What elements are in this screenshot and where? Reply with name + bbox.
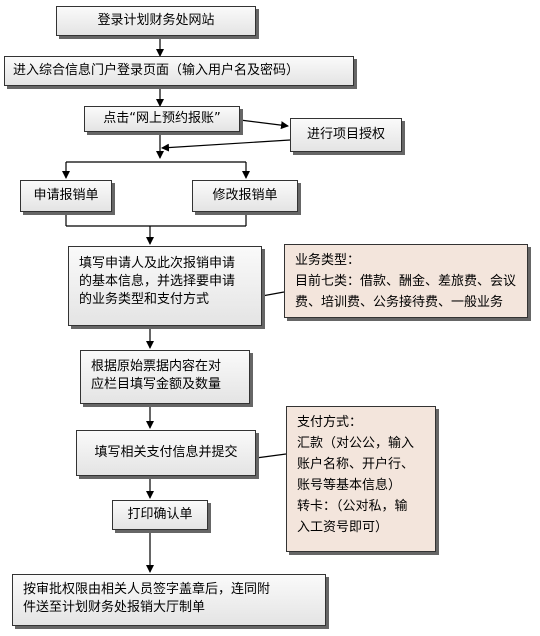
step-line: 的业务类型和支付方式: [79, 292, 210, 307]
step-login-site: 登录计划财务处网站: [56, 6, 256, 36]
note-line: 目前七类：借款、酬金、差旅费、会议: [295, 274, 517, 289]
note-line: 汇款（对公公，输入: [297, 436, 415, 451]
step-line: 填写申请人及此次报销申请: [79, 256, 236, 271]
step-label: 登录计划财务处网站: [97, 13, 215, 28]
step-enter-portal: 进入综合信息门户登录页面（输入用户名及密码）: [4, 56, 354, 86]
note-line: 转卡：（公对私，输: [297, 499, 408, 514]
note-line: 账户名称、开户行、: [297, 457, 415, 472]
step-label: 点击“网上预约报账”: [103, 111, 221, 126]
note-line: 业务类型：: [295, 253, 361, 268]
note-business-types: 业务类型： 目前七类：借款、酬金、差旅费、会议 费、培训费、公务接待费、一般业务: [284, 244, 528, 318]
step-line: 应栏目填写金额及数量: [91, 377, 222, 392]
note-line: 支付方式：: [297, 415, 363, 430]
step-fill-basic: 填写申请人及此次报销申请 的基本信息，并选择要申请 的业务类型和支付方式: [68, 246, 262, 326]
step-line: 按审批权限由相关人员签字盖章后，连同附: [23, 582, 271, 597]
step-final: 按审批权限由相关人员签字盖章后，连同附 件送至计划财务处报销大厅制单: [12, 574, 326, 626]
note-line: 账号等基本信息）: [297, 478, 402, 493]
step-label: 申请报销单: [33, 188, 99, 203]
step-apply: 申请报销单: [20, 180, 112, 212]
step-fill-amount: 根据原始票据内容在对 应栏目填写金额及数量: [80, 350, 250, 404]
step-print: 打印确认单: [112, 500, 208, 530]
note-line: 费、培训费、公务接待费、一般业务: [295, 295, 504, 310]
step-label: 填写相关支付信息并提交: [94, 445, 238, 460]
step-authorize: 进行项目授权: [290, 118, 402, 152]
step-modify: 修改报销单: [192, 180, 298, 212]
step-label: 进行项目授权: [306, 127, 385, 142]
step-label: 修改报销单: [212, 188, 278, 203]
note-payment-methods: 支付方式： 汇款（对公公，输入 账户名称、开户行、 账号等基本信息） 转卡：（公…: [286, 406, 436, 552]
step-line: 件送至计划财务处报销大厅制单: [23, 600, 206, 615]
note-line: 入工资号即可）: [297, 520, 389, 535]
step-line: 根据原始票据内容在对: [91, 359, 222, 374]
step-click-booking: 点击“网上预约报账”: [84, 106, 240, 132]
step-line: 的基本信息，并选择要申请: [79, 274, 236, 289]
step-label: 进入综合信息门户登录页面（输入用户名及密码）: [13, 63, 300, 78]
step-fill-payment: 填写相关支付信息并提交: [76, 430, 256, 476]
step-label: 打印确认单: [127, 507, 193, 522]
